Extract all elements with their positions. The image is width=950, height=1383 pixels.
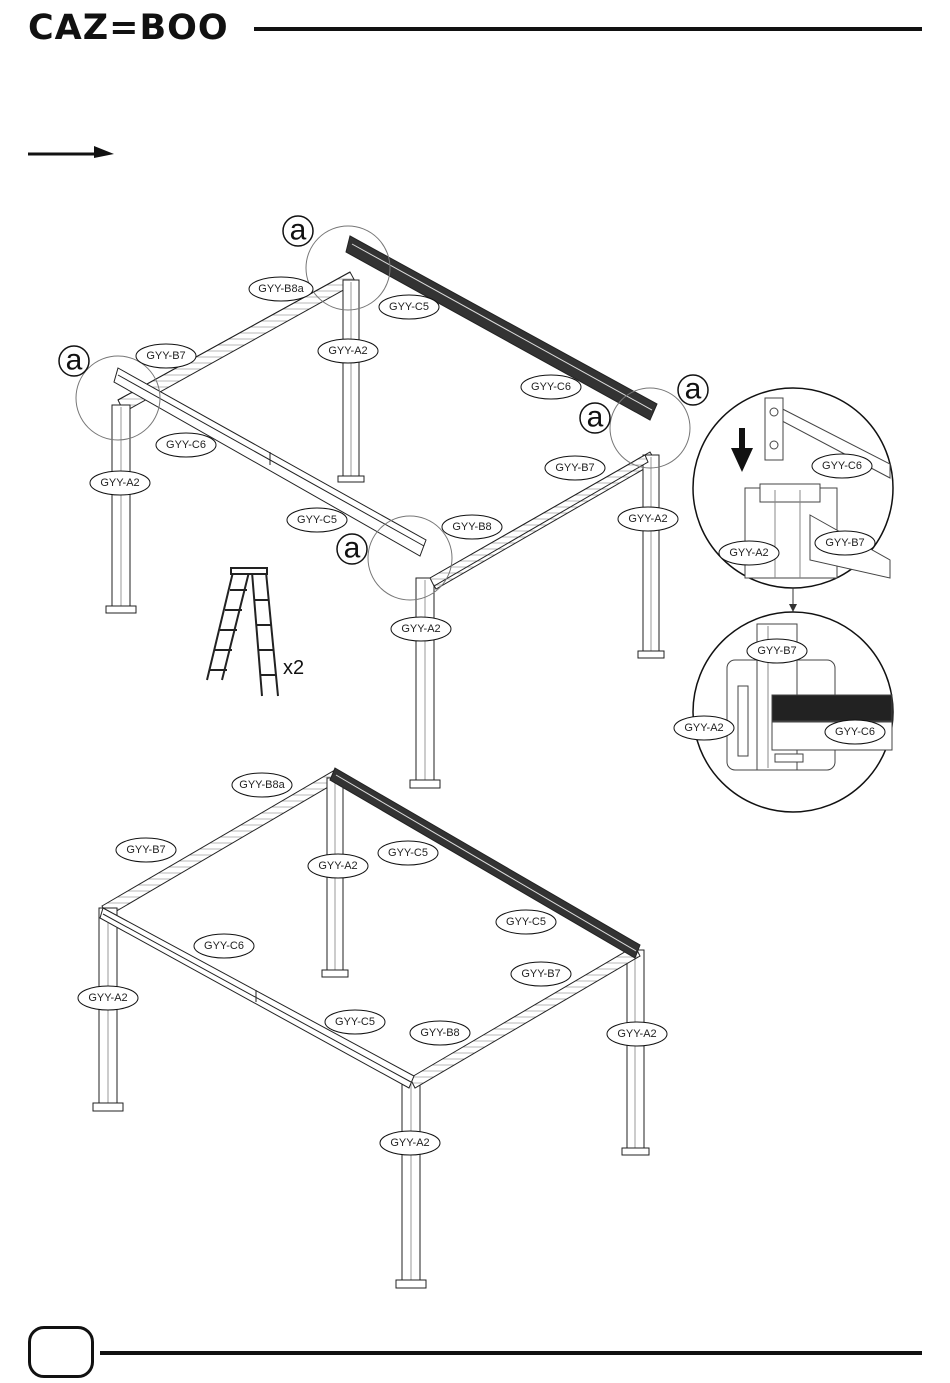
label-a2-left: GYY-A2 bbox=[90, 471, 150, 495]
svg-text:GYY-A2: GYY-A2 bbox=[328, 345, 367, 357]
svg-text:GYY-C6: GYY-C6 bbox=[204, 940, 244, 952]
svg-text:GYY-B8: GYY-B8 bbox=[452, 521, 491, 533]
detail-top: GYY-C6 GYY-A2 GYY-B7 bbox=[693, 388, 893, 588]
label-c5-front: GYY-C5 bbox=[287, 508, 347, 532]
svg-text:a: a bbox=[587, 401, 604, 434]
label-b7-right: GYY-B7 bbox=[545, 456, 605, 480]
ladder-icon bbox=[207, 568, 278, 696]
svg-text:GYY-A2: GYY-A2 bbox=[617, 1028, 656, 1040]
svg-text:GYY-B7: GYY-B7 bbox=[555, 462, 594, 474]
svg-text:GYY-B8a: GYY-B8a bbox=[258, 283, 304, 295]
label-a2-back: GYY-A2 bbox=[318, 339, 378, 363]
svg-text:GYY-A2: GYY-A2 bbox=[88, 992, 127, 1004]
svg-text:a: a bbox=[685, 373, 702, 406]
detail-bottom: GYY-B7 GYY-A2 GYY-C6 bbox=[674, 612, 893, 812]
step2-labels: GYY-B8a GYY-B7 GYY-A2 GYY-C5 GYY-C5 GYY-… bbox=[78, 773, 667, 1155]
svg-text:GYY-B7: GYY-B7 bbox=[757, 645, 796, 657]
footer-rule bbox=[100, 1351, 922, 1355]
marker-a-2: a bbox=[59, 344, 89, 377]
marker-a-4: a bbox=[337, 532, 367, 565]
svg-text:GYY-A2: GYY-A2 bbox=[100, 477, 139, 489]
svg-text:GYY-C5: GYY-C5 bbox=[389, 301, 429, 313]
label-a2-right: GYY-A2 bbox=[618, 507, 678, 531]
label-c6-front: GYY-C6 bbox=[156, 433, 216, 457]
step1-frame bbox=[106, 236, 664, 788]
svg-text:GYY-A2: GYY-A2 bbox=[684, 722, 723, 734]
svg-text:GYY-A2: GYY-A2 bbox=[318, 860, 357, 872]
svg-text:GYY-B7: GYY-B7 bbox=[146, 350, 185, 362]
svg-text:a: a bbox=[290, 214, 307, 247]
svg-text:a: a bbox=[344, 532, 361, 565]
label-c5-top: GYY-C5 bbox=[379, 295, 439, 319]
label-b7-left: GYY-B7 bbox=[136, 344, 196, 368]
label-b8a: GYY-B8a bbox=[249, 277, 313, 301]
step-arrow-icon bbox=[28, 146, 114, 158]
svg-text:GYY-B7: GYY-B7 bbox=[126, 844, 165, 856]
svg-text:a: a bbox=[66, 344, 83, 377]
svg-text:GYY-A2: GYY-A2 bbox=[628, 513, 667, 525]
svg-text:GYY-C6: GYY-C6 bbox=[822, 460, 862, 472]
page-number-box bbox=[28, 1326, 94, 1378]
svg-text:GYY-C6: GYY-C6 bbox=[531, 381, 571, 393]
svg-text:GYY-C6: GYY-C6 bbox=[835, 726, 875, 738]
label-c6-right: GYY-C6 bbox=[521, 375, 581, 399]
svg-text:GYY-C6: GYY-C6 bbox=[166, 439, 206, 451]
svg-text:GYY-C5: GYY-C5 bbox=[506, 916, 546, 928]
marker-a-1: a bbox=[283, 214, 313, 247]
step1-labels: GYY-B8a GYY-C5 GYY-B7 GYY-A2 GYY-C6 GYY-… bbox=[90, 277, 678, 641]
svg-text:GYY-B7: GYY-B7 bbox=[521, 968, 560, 980]
ladder-count: x2 bbox=[283, 657, 304, 679]
label-a2-front: GYY-A2 bbox=[391, 617, 451, 641]
detail-connector bbox=[789, 588, 797, 612]
svg-text:GYY-B7: GYY-B7 bbox=[825, 537, 864, 549]
svg-text:GYY-B8: GYY-B8 bbox=[420, 1027, 459, 1039]
svg-text:GYY-B8a: GYY-B8a bbox=[239, 779, 285, 791]
svg-text:GYY-C5: GYY-C5 bbox=[388, 847, 428, 859]
label-b8: GYY-B8 bbox=[442, 515, 502, 539]
svg-text:GYY-A2: GYY-A2 bbox=[390, 1137, 429, 1149]
svg-text:GYY-A2: GYY-A2 bbox=[401, 623, 440, 635]
svg-text:GYY-A2: GYY-A2 bbox=[729, 547, 768, 559]
svg-text:GYY-C5: GYY-C5 bbox=[297, 514, 337, 526]
svg-text:GYY-C5: GYY-C5 bbox=[335, 1016, 375, 1028]
